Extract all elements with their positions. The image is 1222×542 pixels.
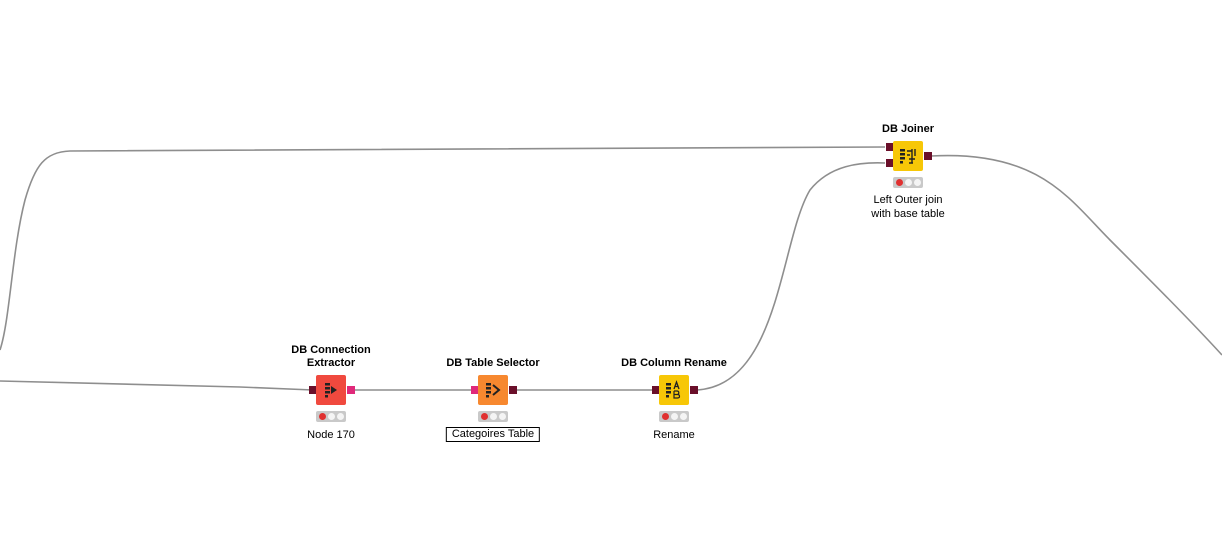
db-column-rename-icon[interactable] xyxy=(659,375,689,405)
status-traffic-light xyxy=(316,411,346,422)
status-traffic-light xyxy=(478,411,508,422)
connection-rename-to-joiner[interactable] xyxy=(696,162,886,391)
node-label-editing[interactable]: Categoires Table xyxy=(445,427,541,442)
input-port-bottom[interactable] xyxy=(886,159,894,167)
status-light-red xyxy=(662,413,669,420)
db-connection-extractor-icon[interactable] xyxy=(316,375,346,405)
status-traffic-light xyxy=(659,411,689,422)
input-port-top[interactable] xyxy=(886,143,894,151)
node-title-line: DB Column Rename xyxy=(621,357,727,369)
node-label-line: with base table xyxy=(871,208,945,220)
node-label-line: Left Outer join xyxy=(873,194,943,206)
status-light xyxy=(499,413,506,420)
node-title-line: DB Connection xyxy=(291,344,371,356)
status-light xyxy=(328,413,335,420)
node-title-line: DB Joiner xyxy=(882,123,934,135)
node-title-line: DB Table Selector xyxy=(446,357,540,369)
output-port[interactable] xyxy=(509,386,517,394)
status-light-red xyxy=(319,413,326,420)
connection-joiner-out[interactable] xyxy=(930,154,1222,356)
node-title: DB Joiner xyxy=(882,123,934,136)
status-light xyxy=(914,179,921,186)
status-light xyxy=(905,179,912,186)
input-port[interactable] xyxy=(309,386,317,394)
connection-left-to-extractor[interactable] xyxy=(0,380,314,391)
output-port[interactable] xyxy=(347,386,355,394)
status-traffic-light xyxy=(893,177,923,188)
node-title: DB Column Rename xyxy=(621,357,727,370)
status-light xyxy=(680,413,687,420)
node-title-line: Extractor xyxy=(306,357,356,369)
db-joiner-icon[interactable] xyxy=(893,141,923,171)
node-title: DB Connection Extractor xyxy=(291,344,370,370)
input-port[interactable] xyxy=(652,386,660,394)
node-title: DB Table Selector xyxy=(446,357,539,370)
output-port[interactable] xyxy=(924,152,932,160)
connection-top-to-joiner[interactable] xyxy=(0,146,886,351)
node-label[interactable]: Left Outer join with base table xyxy=(871,193,944,221)
status-light xyxy=(337,413,344,420)
db-table-selector-icon[interactable] xyxy=(478,375,508,405)
status-light xyxy=(671,413,678,420)
status-light-red xyxy=(481,413,488,420)
node-label[interactable]: Node 170 xyxy=(307,429,355,441)
node-label[interactable]: Rename xyxy=(653,429,695,441)
output-port[interactable] xyxy=(690,386,698,394)
status-light xyxy=(490,413,497,420)
input-port[interactable] xyxy=(471,386,479,394)
status-light-red xyxy=(896,179,903,186)
